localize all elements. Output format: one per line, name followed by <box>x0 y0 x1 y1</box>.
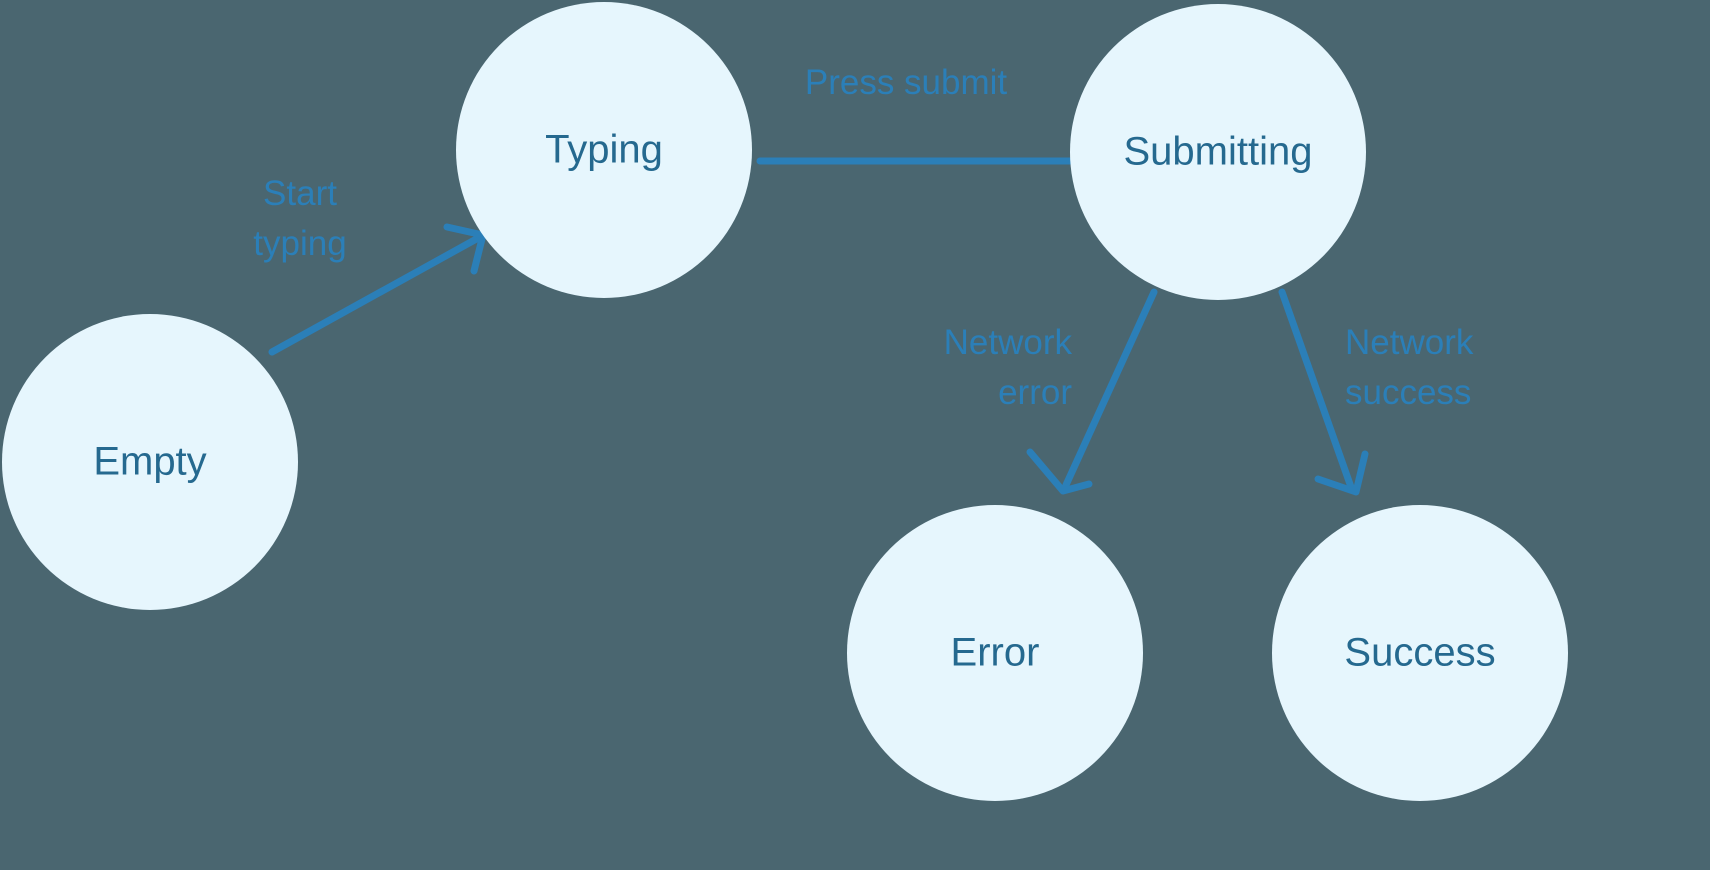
edge-label-line: Network <box>1345 323 1474 362</box>
edge-label-line: Start <box>263 174 337 213</box>
edge-label-line: Network <box>944 323 1073 362</box>
node-label: Submitting <box>1124 130 1313 174</box>
edge-label-line: error <box>998 373 1072 412</box>
node-label: Typing <box>545 128 663 172</box>
edge-label-line: Press submit <box>805 63 1008 102</box>
edge-submitting-to-error <box>1026 288 1158 495</box>
node-circle[interactable] <box>456 2 752 298</box>
edge-line <box>1062 288 1158 489</box>
arrowhead-icon <box>1026 448 1093 495</box>
edge-label-line: success <box>1345 373 1471 412</box>
edge-line <box>268 233 484 356</box>
edge-label-submitting-to-error: Network error <box>944 323 1073 412</box>
node-success[interactable]: Success <box>1272 505 1568 801</box>
edge-label-line: typing <box>253 224 346 263</box>
edge-label-typing-to-submitting: Press submit <box>805 63 1008 102</box>
node-label: Success <box>1344 631 1495 675</box>
node-label: Empty <box>93 440 206 484</box>
node-circle[interactable] <box>847 505 1143 801</box>
edge-submitting-to-success <box>1278 288 1369 496</box>
node-label: Error <box>951 631 1040 675</box>
node-error[interactable]: Error <box>847 505 1143 801</box>
node-empty[interactable]: Empty <box>2 314 298 610</box>
arrowhead-icon <box>1314 450 1369 496</box>
node-typing[interactable]: Typing <box>456 2 752 298</box>
edge-label-submitting-to-success: Network success <box>1345 323 1474 412</box>
node-submitting[interactable]: Submitting <box>1070 4 1366 300</box>
edges-layer <box>268 127 1369 496</box>
edge-label-empty-to-typing: Start typing <box>253 174 346 263</box>
edge-line <box>1278 288 1355 491</box>
node-circle[interactable] <box>2 314 298 610</box>
node-circle[interactable] <box>1070 4 1366 300</box>
node-circle[interactable] <box>1272 505 1568 801</box>
